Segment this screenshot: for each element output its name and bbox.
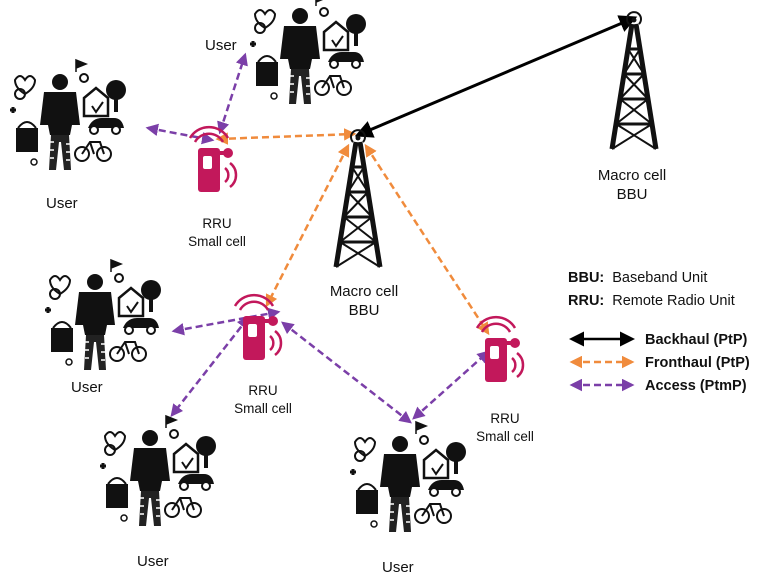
- legend-abbrev-rru: RRU: Remote Radio Unit: [568, 292, 735, 309]
- legend-backhaul-label: Backhaul (PtP): [645, 332, 747, 348]
- backhaul-link: [354, 15, 638, 138]
- rru-label: RRU: [248, 383, 277, 398]
- macro-cell-tower-icon: [612, 12, 656, 149]
- macro-cell-sublabel: BBU: [349, 302, 380, 319]
- user-cluster-icon: [43, 258, 163, 372]
- rru-sublabel: Small cell: [234, 401, 292, 416]
- macro-cell-label: Macro cell: [330, 283, 398, 300]
- access-link-6: [412, 350, 490, 420]
- rru-sublabel: Small cell: [476, 429, 534, 444]
- legend-fronthaul-label: Fronthaul (PtP): [645, 355, 750, 371]
- user-label: User: [46, 195, 78, 212]
- user-cluster-icon: [348, 420, 468, 534]
- access-link-5: [281, 321, 412, 424]
- access-link-2: [217, 52, 248, 135]
- user-cluster-icon: [98, 414, 218, 528]
- rru-sublabel: Small cell: [188, 234, 246, 249]
- legend-abbrev-bbu: BBU: Baseband Unit: [568, 269, 707, 286]
- links: [145, 15, 638, 424]
- user-label: User: [137, 553, 169, 570]
- user-cluster-icon: [8, 58, 128, 172]
- fronthaul-link-1: [215, 128, 357, 145]
- rru-label: RRU: [202, 216, 231, 231]
- macro-cell-tower-icon: [336, 130, 380, 267]
- user-label: User: [205, 37, 237, 54]
- legend: BBU: Baseband Unit RRU: Remote Radio Uni…: [568, 269, 750, 394]
- rru-label: RRU: [490, 411, 519, 426]
- user-cluster-icon: [248, 0, 368, 106]
- legend-access-label: Access (PtmP): [645, 378, 747, 394]
- access-link-4: [170, 316, 250, 417]
- user-label: User: [71, 379, 103, 396]
- macro-cell-label: Macro cell: [598, 167, 666, 184]
- fronthaul-link-3: [364, 143, 490, 336]
- fronthaul-link-2: [265, 143, 350, 308]
- user-label: User: [382, 559, 414, 574]
- macro-cell-sublabel: BBU: [617, 186, 648, 203]
